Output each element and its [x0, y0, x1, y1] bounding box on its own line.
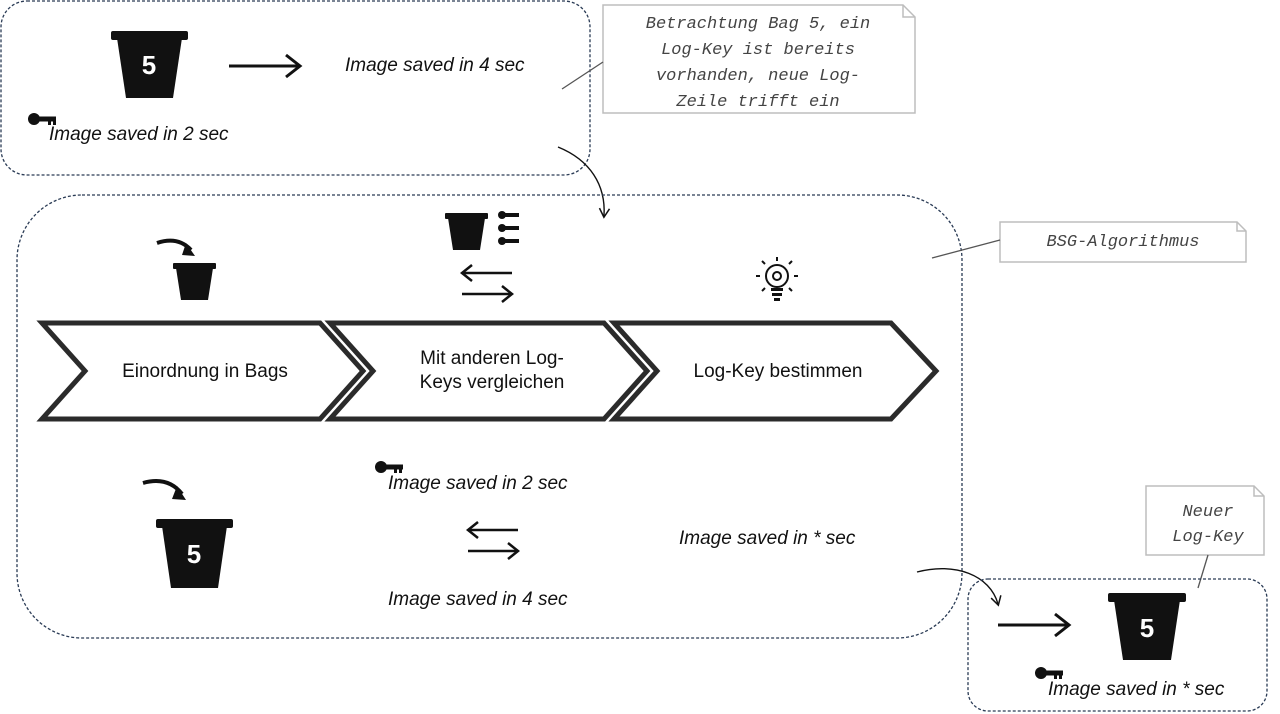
bag-5-with-arrow-icon: 5 [142, 479, 233, 588]
key-icon-result [1035, 667, 1063, 679]
note-bsg: BSG-Algorithmus [999, 221, 1247, 263]
note-new-connector [1197, 554, 1209, 589]
note-top-connector [561, 61, 604, 90]
main-panel-frame [16, 194, 963, 639]
right-arrow-icon-result [998, 612, 1072, 638]
key-icon-main [375, 461, 403, 473]
note-betrachtung: Betrachtung Bag 5, ein Log-Key ist berei… [602, 4, 916, 114]
top-saved-text: Image saved in 4 sec [345, 55, 525, 76]
note-bsg-connector [931, 239, 1001, 259]
bag-5-icon-top: 5 [111, 31, 188, 98]
lightbulb-icon [756, 257, 798, 301]
step-2-label-line-1: Mit anderen Log- [420, 348, 564, 369]
curved-arrow-to-result [916, 568, 1002, 607]
note-top-line-3: vorhanden, neue Log- [656, 67, 860, 86]
bag-number-main: 5 [187, 539, 201, 569]
exchange-arrows-icon-lower [465, 521, 521, 560]
right-arrow-icon-top [229, 53, 303, 79]
note-new-line-2: Log-Key [1172, 528, 1244, 547]
bag-with-keys-icon [445, 211, 519, 250]
main-key-saved-text: Image saved in 2 sec [388, 473, 568, 494]
note-top-line-2: Log-Key ist bereits [661, 41, 855, 60]
process-step-vergleichen: Mit anderen Log- Keys vergleichen [324, 320, 651, 422]
exchange-arrows-icon [459, 264, 515, 303]
bag-number-top: 5 [142, 50, 156, 80]
note-new-line-1: Neuer [1182, 503, 1233, 522]
note-top-line-4: Zeile trifft ein [675, 93, 839, 112]
step-2-label-line-2: Keys vergleichen [420, 372, 565, 393]
bag-number-result: 5 [1140, 613, 1154, 643]
main-result-saved-text: Image saved in * sec [679, 528, 856, 549]
step-1-label: Einordnung in Bags [122, 361, 288, 382]
note-top-line-1: Betrachtung Bag 5, ein [646, 15, 870, 34]
top-key-saved-text: Image saved in 2 sec [49, 124, 229, 145]
note-neuer-log-key: Neuer Log-Key [1145, 485, 1265, 556]
curved-arrow-down [557, 146, 611, 219]
result-panel-frame [967, 578, 1268, 712]
top-panel-frame [0, 0, 591, 176]
result-saved-text: Image saved in * sec [1048, 679, 1225, 700]
bag-5-icon-result: 5 [1108, 593, 1186, 660]
note-bsg-text: BSG-Algorithmus [1046, 233, 1199, 252]
process-step-bestimmen: Log-Key bestimmen [608, 320, 940, 422]
process-step-einordnung: Einordnung in Bags [36, 320, 367, 422]
key-icon-top [28, 113, 56, 125]
step-3-label: Log-Key bestimmen [694, 361, 863, 382]
bag-with-arrow-icon [156, 238, 216, 300]
main-bag-saved-text: Image saved in 4 sec [388, 589, 568, 610]
